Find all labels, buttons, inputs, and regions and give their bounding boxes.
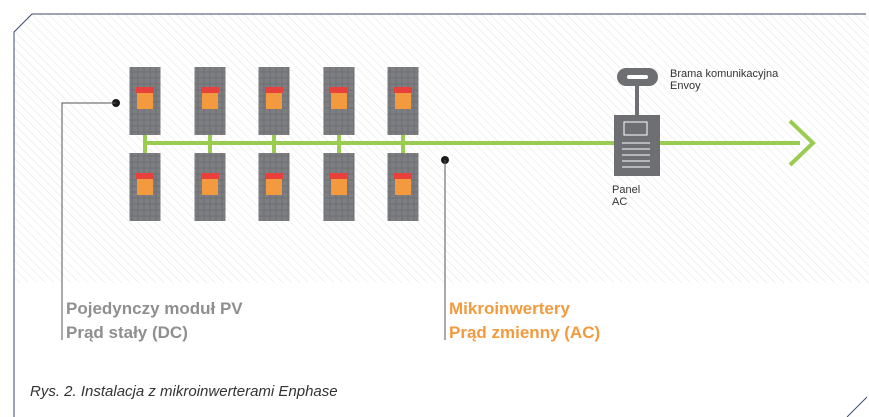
microinverter-r1-c1 bbox=[137, 93, 153, 109]
panel-label-line2: AC bbox=[612, 196, 628, 208]
ac-panel-icon bbox=[614, 115, 660, 176]
microinverter-r2-c2 bbox=[202, 179, 218, 195]
ac-label-line1: Mikroinwertery bbox=[449, 299, 570, 318]
microinverter-r2-c3 bbox=[266, 179, 282, 195]
microinverter-r1-c5 bbox=[395, 93, 411, 109]
panel-label: Panel AC bbox=[612, 184, 640, 208]
microinverter-r1-c3 bbox=[266, 93, 282, 109]
gateway-label-line1: Brama komunikacyjna bbox=[670, 68, 779, 80]
microinverter-band-r1-c3 bbox=[265, 87, 283, 93]
panel-label-line1: Panel bbox=[612, 184, 641, 196]
ac-label-line2: Prąd zmienny (AC) bbox=[449, 323, 601, 342]
pv-module-array bbox=[129, 67, 419, 221]
ac-panel-screen bbox=[623, 121, 648, 136]
envoy-gateway-slot bbox=[627, 75, 648, 79]
hatched-background bbox=[14, 14, 869, 283]
dc-label: Pojedynczy moduł PV Prąd stały (DC) bbox=[66, 297, 243, 345]
frame-bottom-right-corner bbox=[846, 396, 868, 417]
microinverter-band-r2-c1 bbox=[136, 173, 154, 179]
microinverter-r1-c2 bbox=[202, 93, 218, 109]
frame-top-left-corner bbox=[13, 13, 866, 48]
microinverter-r2-c1 bbox=[137, 179, 153, 195]
microinverter-r1-c4 bbox=[331, 93, 347, 109]
microinverter-r2-c5 bbox=[395, 179, 411, 195]
figure-caption: Rys. 2. Instalacja z mikroinwerterami En… bbox=[30, 383, 338, 400]
microinverter-band-r1-c4 bbox=[330, 87, 348, 93]
ac-output-arrow bbox=[788, 119, 816, 167]
dc-label-line2: Prąd stały (DC) bbox=[66, 323, 188, 342]
microinverter-band-r1-c1 bbox=[136, 87, 154, 93]
gateway-label-line2: Envoy bbox=[670, 80, 701, 92]
microinverter-r2-c4 bbox=[331, 179, 347, 195]
microinverter-band-r2-c4 bbox=[330, 173, 348, 179]
microinverter-band-r1-c5 bbox=[394, 87, 412, 93]
dc-callout-leader bbox=[61, 102, 116, 340]
dc-label-line1: Pojedynczy moduł PV bbox=[66, 299, 243, 318]
microinverter-band-r2-c3 bbox=[265, 173, 283, 179]
microinverter-band-r2-c5 bbox=[394, 173, 412, 179]
ac-label: Mikroinwertery Prąd zmienny (AC) bbox=[449, 297, 600, 345]
microinverter-band-r2-c2 bbox=[201, 173, 219, 179]
gateway-label: Brama komunikacyjna Envoy bbox=[670, 68, 778, 92]
ac-panel-breakers bbox=[622, 142, 650, 168]
microinverter-band-r1-c2 bbox=[201, 87, 219, 93]
